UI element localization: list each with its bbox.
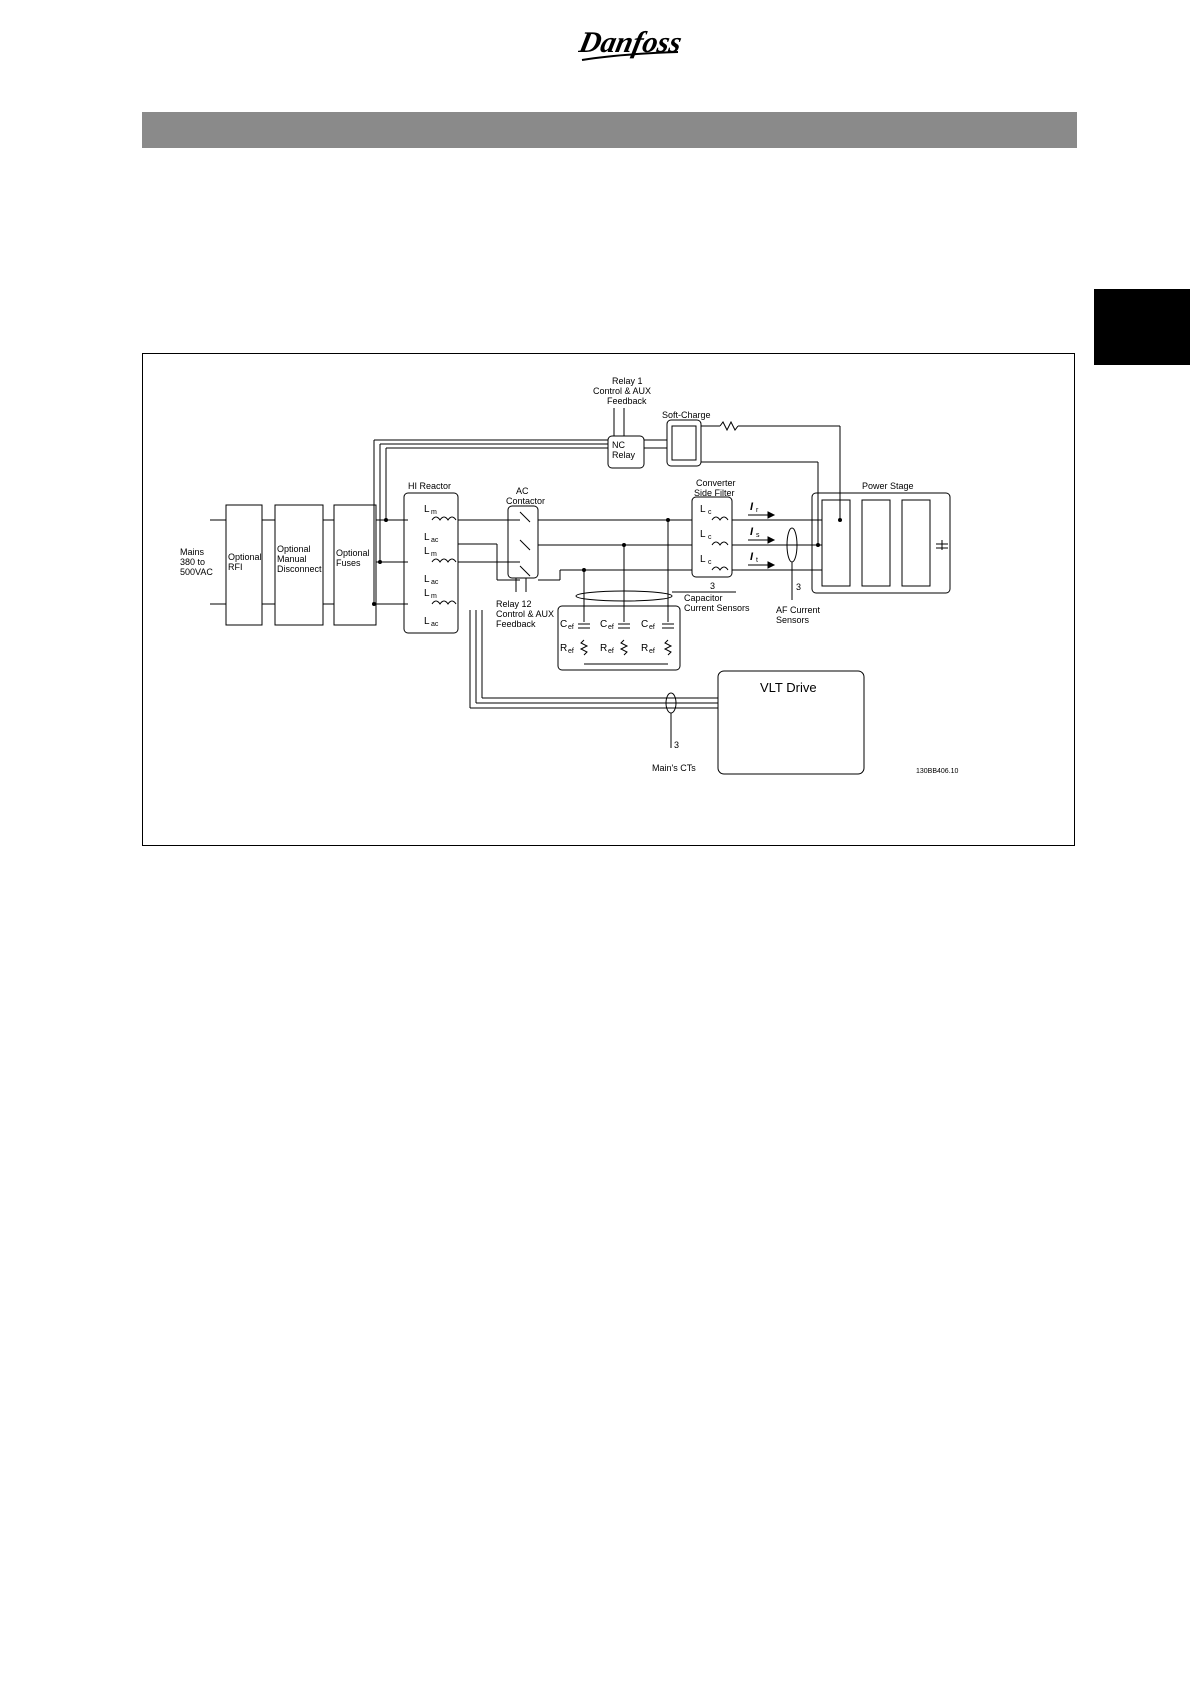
figure-code: 130BB406.10 <box>916 768 959 775</box>
disconnect-label: Optional <box>277 544 311 554</box>
ac-contactor-label-2: Contactor <box>506 496 545 506</box>
lc-sub-1: c <box>708 509 712 516</box>
rfi-label-2: RFI <box>228 562 243 572</box>
ref-sub-3: ef <box>649 648 655 655</box>
lc-sub-2: c <box>708 534 712 541</box>
ref-sub-1: ef <box>568 648 574 655</box>
cef-sub-2: ef <box>608 624 614 631</box>
converter-filter-label: Converter <box>696 478 736 488</box>
hi-reactor-label: HI Reactor <box>408 481 451 491</box>
is-label: I <box>750 526 754 538</box>
relay1-label: Relay 1 <box>612 376 643 386</box>
is-sub: s <box>756 532 760 539</box>
af-count: 3 <box>796 582 801 592</box>
chapter-tab <box>1094 289 1190 365</box>
lm-label-3: L <box>424 588 430 599</box>
lac-label-2: L <box>424 574 430 585</box>
lac-label-1: L <box>424 532 430 543</box>
ir-label: I <box>750 501 754 513</box>
cef-label-2: C <box>600 619 607 630</box>
section-header-bar <box>142 112 1077 148</box>
mains-label-3: 500VAC <box>180 567 213 577</box>
capacitor-sensors-count: 3 <box>710 581 715 591</box>
lac-sub-1: ac <box>431 537 439 544</box>
mains-label-2: 380 to <box>180 557 205 567</box>
mains-cts-count: 3 <box>674 740 679 750</box>
mains-label: Mains <box>180 547 205 557</box>
it-sub: t <box>756 557 758 564</box>
lm-label-1: L <box>424 504 430 515</box>
relay12-label: Relay 12 <box>496 599 532 609</box>
lc-label-1: L <box>700 504 706 515</box>
cef-sub-3: ef <box>649 624 655 631</box>
vlt-drive-label: VLT Drive <box>760 680 817 695</box>
ir-sub: r <box>756 507 759 514</box>
lc-sub-3: c <box>708 559 712 566</box>
af-sensors-label: AF Current <box>776 605 821 615</box>
capacitor-sensors-label: Capacitor <box>684 593 723 603</box>
cef-sub-1: ef <box>568 624 574 631</box>
cef-label-1: C <box>560 619 567 630</box>
disconnect-label-3: Disconnect <box>277 564 322 574</box>
converter-filter-label-2: Side Filter <box>694 488 735 498</box>
danfoss-logo: Danfoss <box>578 25 685 61</box>
lc-label-2: L <box>700 529 706 540</box>
nc-relay-label-2: Relay <box>612 450 636 460</box>
lm-label-2: L <box>424 546 430 557</box>
ac-contactor-label: AC <box>516 486 529 496</box>
cef-label-3: C <box>641 619 648 630</box>
lm-sub-2: m <box>431 551 437 558</box>
nc-relay-label: NC <box>612 440 625 450</box>
ref-label-1: R <box>560 643 567 654</box>
lc-label-3: L <box>700 554 706 565</box>
mains-cts-label: Main's CTs <box>652 763 696 773</box>
lac-label-3: L <box>424 616 430 627</box>
lac-sub-3: ac <box>431 621 439 628</box>
capacitor-sensors-label-2: Current Sensors <box>684 603 750 613</box>
rfi-label: Optional <box>228 552 262 562</box>
fuses-label-2: Fuses <box>336 558 361 568</box>
soft-charge-label: Soft-Charge <box>662 410 711 420</box>
lm-sub-3: m <box>431 593 437 600</box>
ref-label-2: R <box>600 643 607 654</box>
power-stage-label: Power Stage <box>862 481 914 491</box>
relay1-label-2: Control & AUX <box>593 386 651 396</box>
relay12-label-3: Feedback <box>496 619 536 629</box>
disconnect-label-2: Manual <box>277 554 307 564</box>
lm-sub-1: m <box>431 509 437 516</box>
relay12-label-2: Control & AUX <box>496 609 554 619</box>
figure-frame <box>142 353 1075 846</box>
it-label: I <box>750 551 754 563</box>
ref-sub-2: ef <box>608 648 614 655</box>
lac-sub-2: ac <box>431 579 439 586</box>
fuses-label: Optional <box>336 548 370 558</box>
af-sensors-label-2: Sensors <box>776 615 810 625</box>
ref-label-3: R <box>641 643 648 654</box>
relay1-label-3: Feedback <box>607 396 647 406</box>
